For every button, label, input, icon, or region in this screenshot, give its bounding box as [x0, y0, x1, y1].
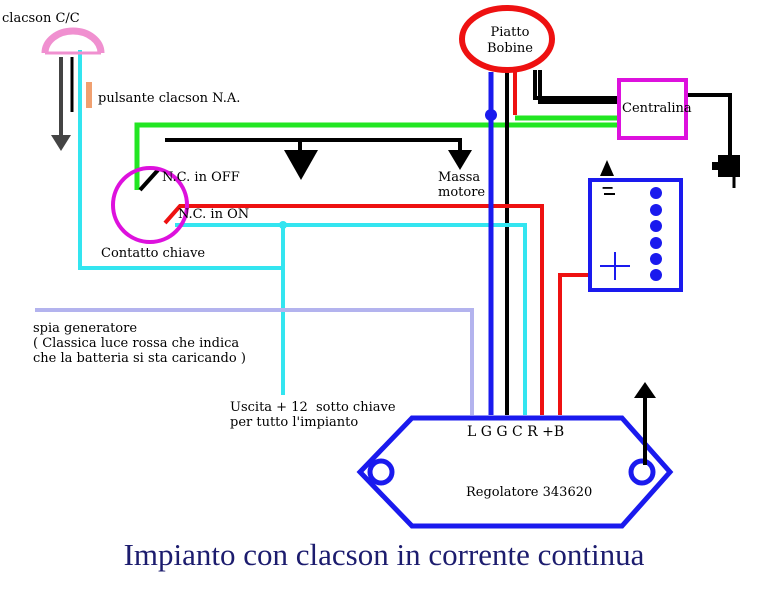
- control-unit-icon: [617, 78, 688, 140]
- ignition-switch-icon: [111, 166, 189, 244]
- nc-off-label: N.C. in OFF: [162, 170, 240, 185]
- horn-icon: [41, 27, 105, 151]
- regulator-icon: [356, 415, 674, 529]
- battery-minus-label: −: [601, 178, 615, 197]
- ignition-switch-label: Contatto chiave: [101, 246, 206, 261]
- horn-label: clacson C/C: [2, 11, 80, 26]
- engine-ground-label: Massa motore: [438, 170, 486, 200]
- coil-plate-icon: [459, 5, 555, 73]
- cyan-junction: [279, 221, 287, 229]
- lavender-wire: [35, 308, 474, 415]
- generator-light-label: spia generatore ( Classica luce rossa ch…: [33, 321, 246, 366]
- red-wire: [163, 72, 598, 415]
- battery-icon: [588, 178, 683, 292]
- regulator-label: Regolatore 343620: [466, 485, 593, 500]
- blue-junction: [485, 109, 497, 121]
- key-output-label: Uscita + 12 sotto chiave per tutto l'imp…: [230, 400, 396, 430]
- nc-on-label: N.C. in ON: [178, 207, 250, 222]
- push-button-icon: [86, 82, 92, 108]
- coil-plate-label: Piatto Bobine: [487, 25, 533, 56]
- control-unit-label: Centralina: [622, 101, 692, 116]
- black-arrowheads: [284, 150, 656, 398]
- page-title: Impianto con clacson in corrente continu…: [123, 537, 645, 572]
- push-button-label: pulsante clacson N.A.: [98, 91, 241, 106]
- spark-plug-icon: [712, 155, 740, 188]
- regulator-pins-label: L G G C R +B: [467, 424, 565, 440]
